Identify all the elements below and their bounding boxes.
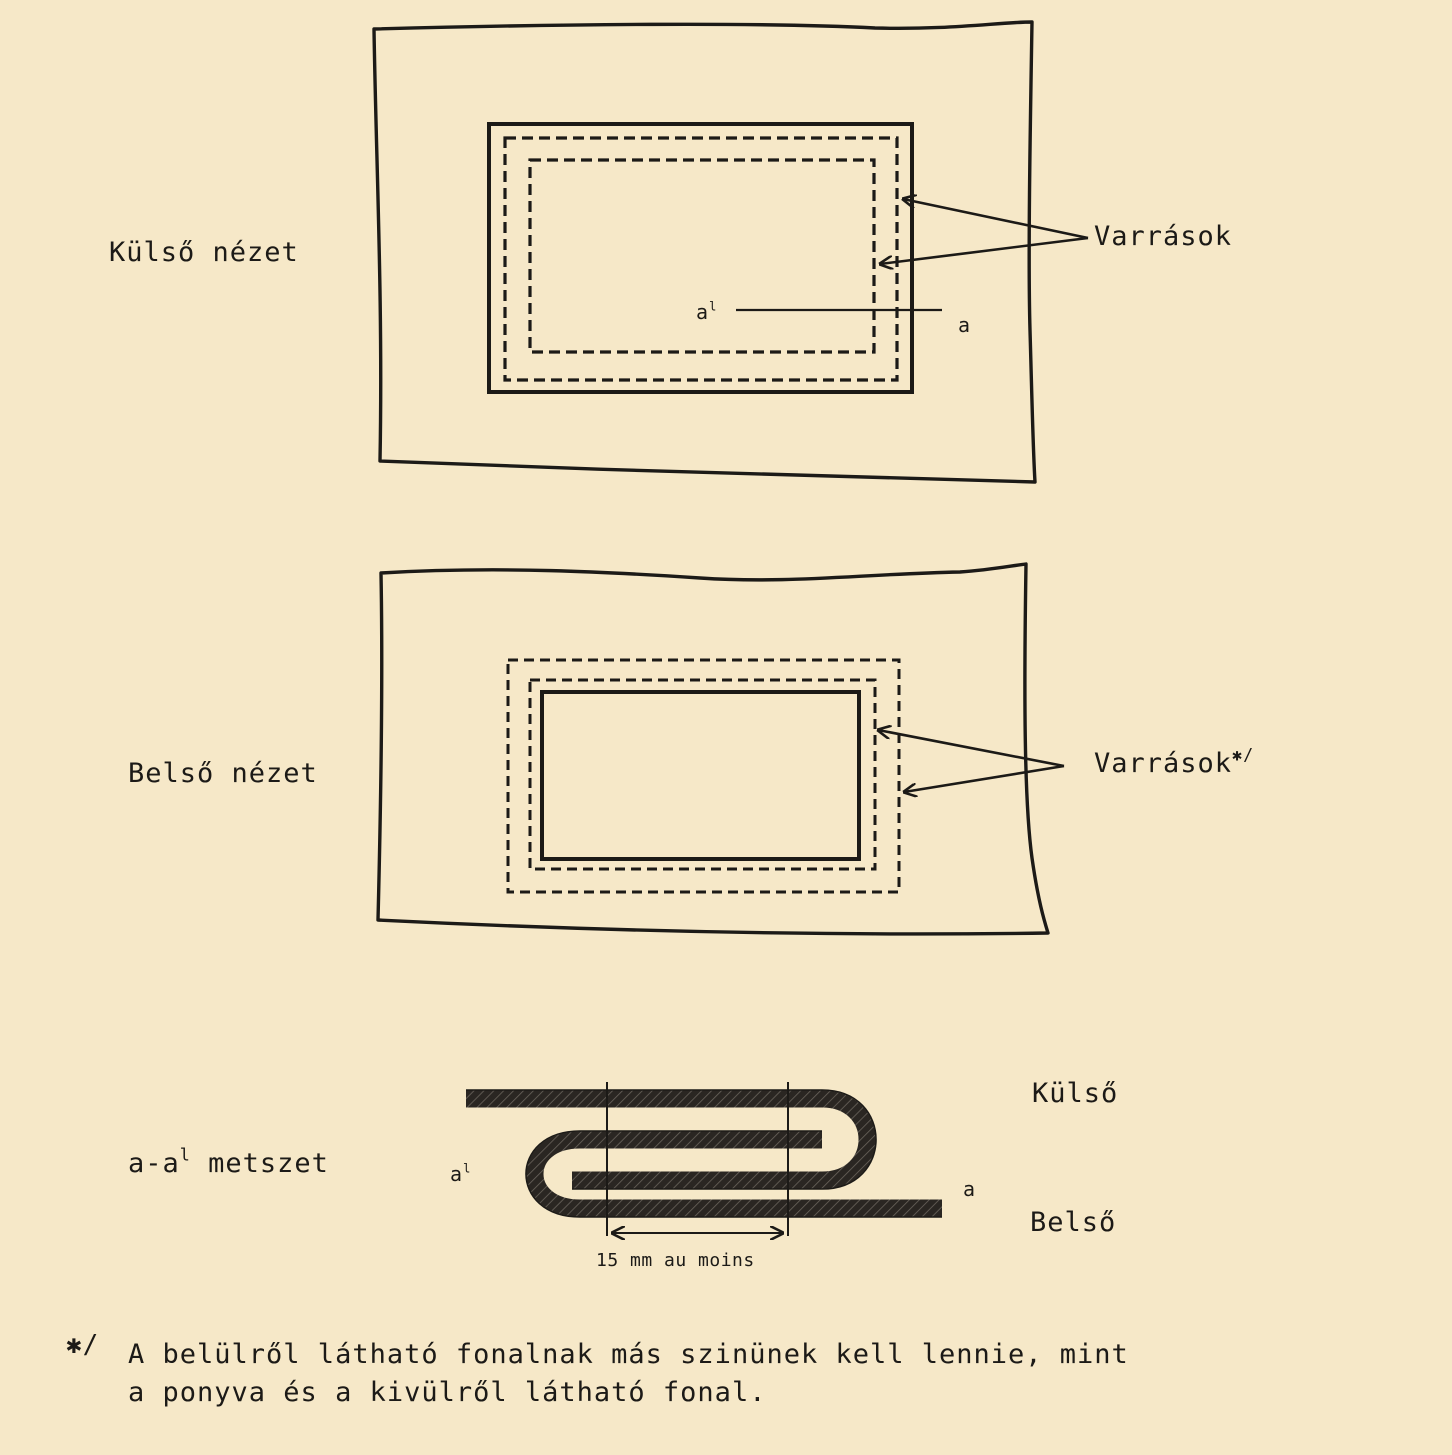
inner-view-canvas-sheet — [376, 562, 1050, 936]
outer-view-seams-label: Varrások — [1094, 221, 1233, 252]
inner-view-seams-label: Varrások✱/ — [1094, 744, 1255, 779]
outer-view-label: Külső nézet — [109, 237, 299, 268]
footnote-marker-ref: ✱/ — [1232, 744, 1255, 765]
section-fold-outline-outer — [466, 1089, 877, 1190]
section-dimension-label: 15 mm au moins — [596, 1250, 755, 1271]
inner-view-seam-outer — [506, 658, 901, 894]
section-end-a1: al — [450, 1160, 472, 1186]
footnote-marker: ✱/ — [66, 1330, 100, 1360]
inner-view-hem-edge — [540, 690, 861, 861]
outer-view-seam-outer — [503, 136, 899, 382]
inner-view-seam-inner — [528, 678, 877, 871]
outer-view-canvas-sheet — [372, 20, 1037, 484]
section-end-a: a — [963, 1177, 977, 1201]
footnote-line-2: a ponyva és a kivülről látható fonal. — [128, 1377, 767, 1408]
inner-seam-arrow-1 — [878, 730, 1065, 768]
inner-view-label: Belső nézet — [128, 758, 318, 789]
footnote-line-1: A belülről látható fonalnak más szinünek… — [128, 1339, 1129, 1370]
section-mark-a1: al — [696, 298, 718, 324]
section-fold-inner-layer — [526, 1131, 942, 1217]
section-outside-label: Külső — [1032, 1078, 1119, 1109]
outer-seam-arrow-1 — [903, 199, 1089, 240]
section-mark-a: a — [958, 313, 972, 337]
outer-view-patch-edge — [487, 122, 914, 394]
section-fold-outline-inner — [525, 1130, 942, 1218]
section-inside-label: Belső — [1030, 1207, 1117, 1238]
inner-seam-arrow-2 — [904, 764, 1065, 792]
section-label: a-al metszet — [128, 1144, 329, 1179]
outer-view-seam-inner — [528, 158, 876, 354]
outer-seam-arrow-2 — [880, 236, 1089, 264]
section-fold-outer-layer — [466, 1090, 876, 1189]
